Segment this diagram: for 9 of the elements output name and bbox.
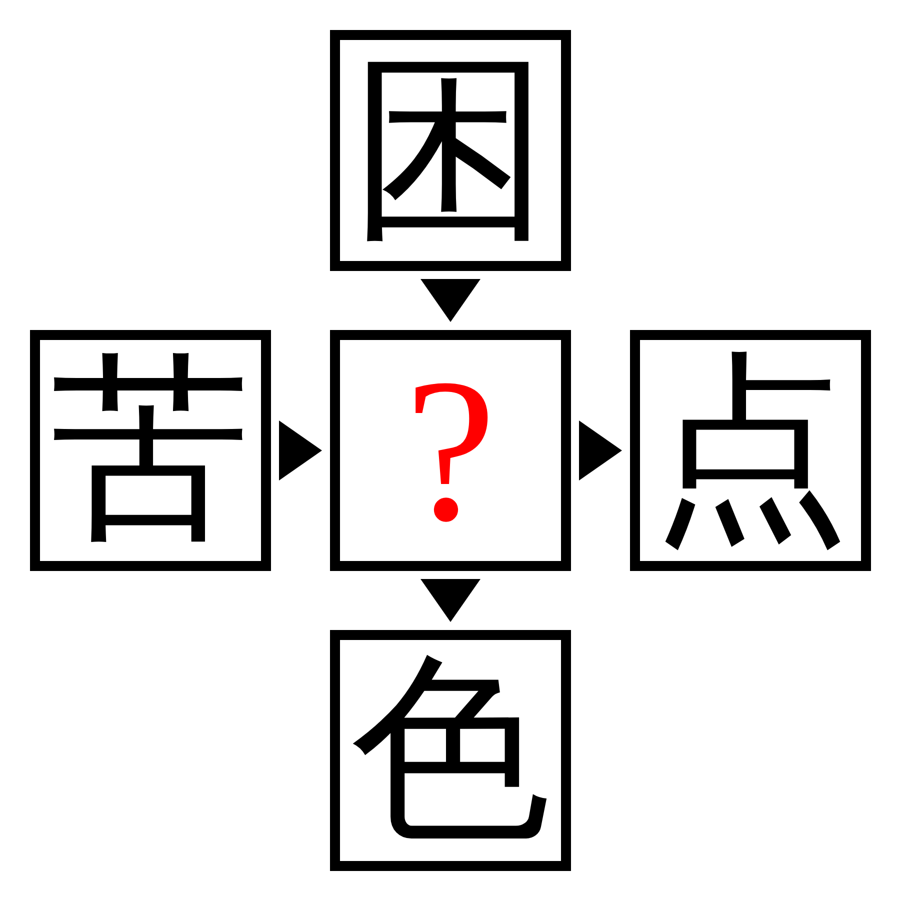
question-mark-box: ?: [330, 330, 571, 571]
arrow: [420, 579, 480, 622]
arrow: [579, 420, 622, 480]
character-box: 困: [330, 30, 571, 271]
character-box: 点: [630, 330, 871, 571]
arrow: [279, 420, 322, 480]
character-box: 色: [330, 630, 571, 871]
arrow: [420, 279, 480, 322]
character-box: 苦: [30, 330, 271, 571]
